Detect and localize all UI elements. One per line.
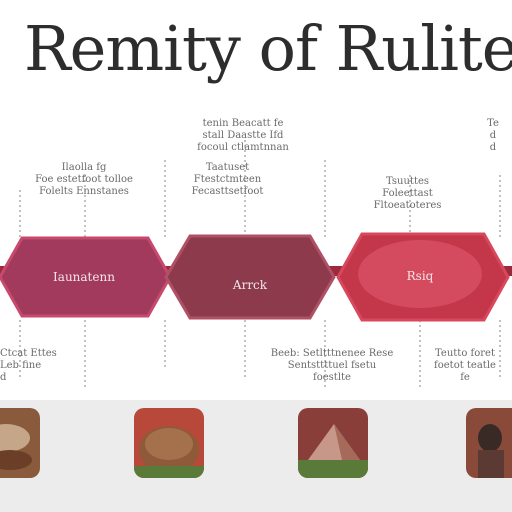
caption-top-right: Te d d — [487, 118, 499, 153]
stage-label: Arrck — [232, 278, 268, 292]
mountain-tile-icon[interactable] — [298, 408, 368, 478]
page-title: Remity of Rulite — [24, 12, 512, 85]
caption-upper-mid: Taatuset Ftestctmteen Fecasttsetfoot — [191, 162, 264, 197]
image-strip — [0, 400, 512, 512]
guide-lines — [19, 140, 501, 390]
stage-inner-3 — [358, 240, 482, 308]
stage-shape-2[interactable] — [164, 234, 336, 320]
caption-upper-left: Ilaolla fg Foe estetfoot tolloe Folelts … — [35, 162, 133, 197]
stage-label: Iaunatenn — [53, 270, 115, 284]
bread-tile-icon[interactable] — [134, 408, 204, 478]
caption-upper-right: Tsuuttes Foleettast Fltoeatoteres — [373, 176, 442, 211]
stage-shape-1[interactable] — [0, 236, 172, 318]
caption-top-center: tenin Beacatt fe stall Daastte Ifd focou… — [197, 118, 289, 153]
food-tile-icon[interactable] — [0, 408, 40, 478]
caption-bottom-mid: Beeb: Setltttnenee Rese Sentsttttuel fse… — [270, 348, 394, 383]
caption-bottom-left: Ctcat Ettes Leb fine d — [0, 348, 57, 383]
figure-tile-icon[interactable] — [466, 408, 512, 478]
caption-bottom-right: Teutto foret foetot teatle fe — [434, 348, 496, 383]
stage-label: Rsiq — [407, 269, 434, 283]
process-diagram: Iaunatenn Arrck Rsiq — [0, 140, 512, 390]
